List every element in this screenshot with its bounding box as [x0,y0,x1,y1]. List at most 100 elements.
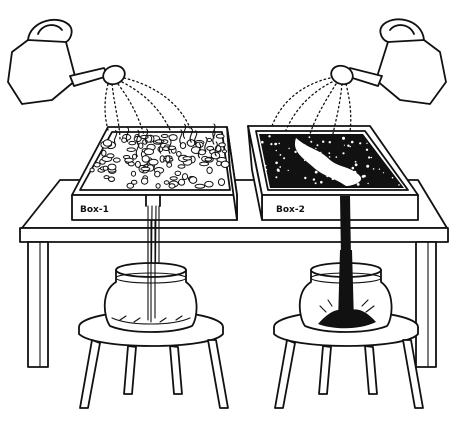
soil-speck [336,156,338,158]
soil-speck [329,141,331,143]
pebble [179,179,185,185]
soil-speck [315,171,318,174]
soil-speck [363,175,366,178]
pebble [127,148,135,152]
pebble [207,167,212,173]
soil-speck [304,160,305,161]
pebble [131,171,135,176]
soil-speck [261,141,264,144]
pebble [155,171,160,177]
pebble [94,163,100,167]
pebble [139,143,143,148]
soil-speck [329,156,331,158]
pebble [207,138,211,141]
pebble [141,167,150,170]
pebble [103,140,111,146]
soil-speck [343,138,345,140]
pebble [125,158,134,162]
soil-speck [309,136,311,138]
soil-speck [322,141,324,143]
pebble [195,184,205,188]
pebble [102,150,106,156]
soil-speck [347,145,349,147]
soil-speck [373,168,375,170]
pebble [167,163,172,168]
soil-speck [368,156,370,158]
pebble [178,165,185,168]
pebble [155,140,164,143]
soil-speck [357,183,360,186]
box-1: Box-1 [72,124,237,220]
soil-speck [268,135,270,137]
soil-speck [355,163,358,166]
soil-speck [265,165,267,167]
soil-speck [304,144,306,146]
pebble [187,140,195,147]
pebble [177,152,182,157]
pebble [122,138,127,142]
soil-speck [275,162,278,165]
pebble [189,177,196,184]
soil-speck [310,141,312,143]
soil-speck [344,145,345,146]
soil-speck [275,176,277,178]
pebble [109,177,115,182]
soil-speck [371,157,373,159]
soil-speck [320,152,321,153]
soil-speck [321,155,323,157]
can-left-rose [101,63,128,87]
soil-speck [352,167,355,170]
soil-speck [341,178,343,180]
pebble [108,164,116,170]
soil-speck [288,170,289,171]
soil-speck [326,175,328,177]
soil-speck [398,184,400,186]
watering-can-right [272,19,446,138]
pebble [149,159,158,165]
soil-speck [351,141,354,144]
pebble [200,162,209,166]
soil-speck [277,169,280,172]
soil-speck [355,161,357,163]
can-left-body [8,40,76,104]
pebble [132,180,137,184]
soil-speck [275,143,277,145]
soil-speck [366,165,369,168]
soil-speck [266,169,268,171]
pebble [217,161,222,165]
soil-speck [288,148,289,149]
can-left-spout [70,68,108,86]
soil-speck [367,183,368,184]
soil-speck [332,178,335,181]
box-2: Box-2 [248,126,418,220]
soil-speck [317,155,320,158]
pebble [183,157,192,160]
pebble [144,149,153,155]
pebble [196,142,203,147]
soil-speck [338,176,340,178]
soil-speck [379,169,380,170]
jar-right [300,250,392,332]
soil-speck [270,143,272,145]
pebble [133,154,137,159]
soil-speck [353,172,354,173]
soil-speck [350,146,351,147]
can-right-body [376,40,446,104]
pebble [170,177,177,180]
pebble [156,184,160,189]
pebble [205,158,212,161]
soil-speck [317,144,319,146]
soil-speck [280,154,282,156]
soil-speck [392,177,394,179]
soil-speck [313,178,315,180]
pebble [161,135,168,138]
soil-speck [315,148,316,149]
soil-speck [342,152,344,154]
pebble [103,166,108,170]
box-2-label: Box-2 [276,205,305,215]
pebble [166,156,170,162]
pebble [221,161,229,167]
pebble [216,134,224,138]
soil-speck [278,143,280,145]
